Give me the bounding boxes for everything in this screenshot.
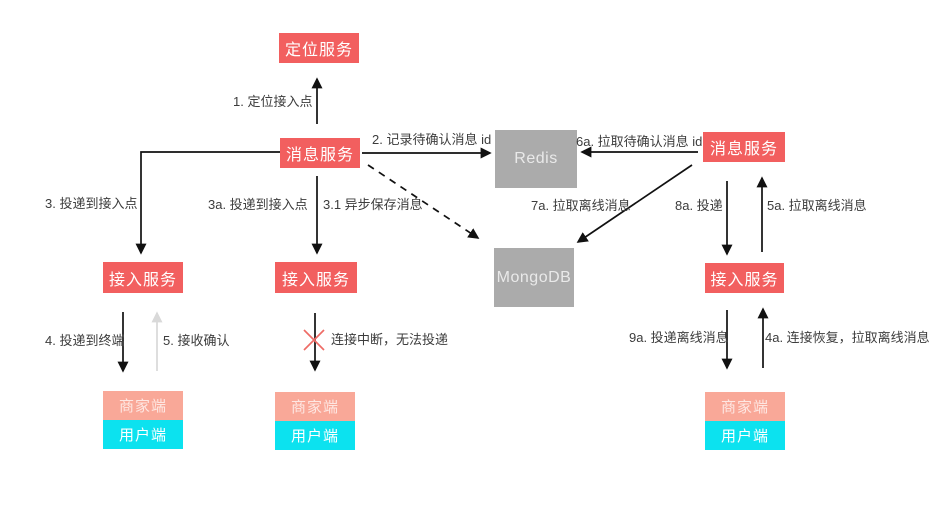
node-redis: Redis <box>495 130 577 188</box>
label-step5a: 5a. 拉取离线消息 <box>767 198 867 213</box>
disconnect-x-icon <box>303 329 325 351</box>
label-step3: 3. 投递到接入点 <box>45 196 138 211</box>
label-step4a: 4a. 连接恢复，拉取离线消息 <box>765 330 930 345</box>
merchant-client: 商家端 <box>705 392 785 421</box>
label-step8a: 8a. 投递 <box>675 198 723 213</box>
node-access-service-left: 接入服务 <box>103 262 183 293</box>
merchant-client: 商家端 <box>275 392 355 421</box>
label-step2: 2. 记录待确认消息 id <box>372 132 492 147</box>
node-message-service-offline: 消息服务 <box>703 132 785 162</box>
node-access-service-right: 接入服务 <box>705 263 784 293</box>
label-step9a: 9a. 投递离线消息 <box>629 330 729 345</box>
client-stack-right: 商家端 用户端 <box>705 392 785 450</box>
label-step6a: 6a. 拉取待确认消息 id <box>576 134 703 149</box>
client-stack-mid: 商家端 用户端 <box>275 392 355 450</box>
client-stack-left: 商家端 用户端 <box>103 391 183 449</box>
merchant-client: 商家端 <box>103 391 183 420</box>
node-location-service: 定位服务 <box>279 33 359 63</box>
node-message-service-main: 消息服务 <box>280 138 360 168</box>
user-client: 用户端 <box>705 421 785 450</box>
node-access-service-mid: 接入服务 <box>275 262 357 293</box>
disconnect-x-icon <box>303 329 325 351</box>
label-step3a: 3a. 投递到接入点 <box>208 197 308 212</box>
label-step4: 4. 投递到终端 <box>45 333 125 348</box>
label-step3-1: 3.1 异步保存消息 <box>323 197 423 212</box>
label-step7a: 7a. 拉取离线消息 <box>531 198 631 213</box>
label-disconnect: 连接中断，无法投递 <box>331 332 449 347</box>
label-step1: 1. 定位接入点 <box>233 94 313 109</box>
node-mongodb: MongoDB <box>494 248 574 307</box>
label-step5: 5. 接收确认 <box>163 333 230 348</box>
user-client: 用户端 <box>275 421 355 450</box>
user-client: 用户端 <box>103 420 183 449</box>
